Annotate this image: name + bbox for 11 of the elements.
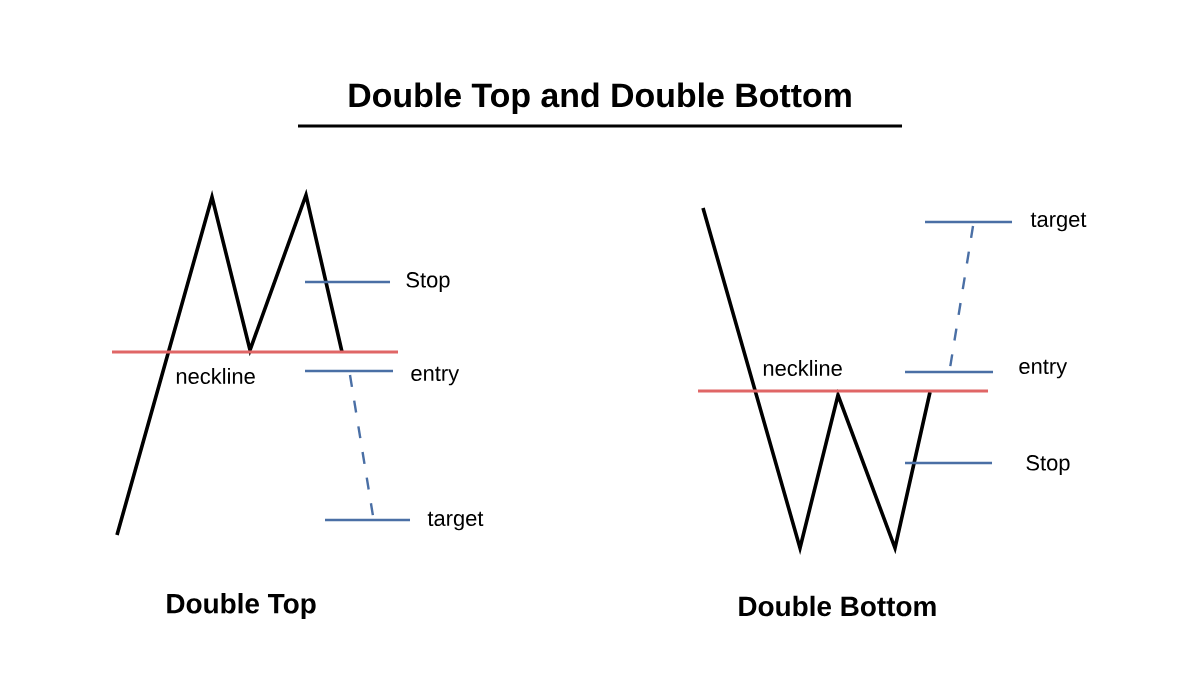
caption: Double Top bbox=[167, 593, 316, 619]
level-label: entry bbox=[411, 366, 460, 386]
neckline-label: neckline bbox=[176, 367, 255, 385]
level-label: Stop bbox=[1026, 455, 1070, 475]
neckline-label: neckline bbox=[763, 359, 842, 377]
level-label: Stop bbox=[406, 272, 450, 292]
level-label: target bbox=[1030, 212, 1087, 232]
level-label: entry bbox=[1019, 359, 1068, 379]
level-label: target bbox=[427, 511, 484, 531]
title: Double Top and Double Bottom bbox=[349, 82, 851, 115]
caption: Double Bottom bbox=[739, 595, 936, 617]
